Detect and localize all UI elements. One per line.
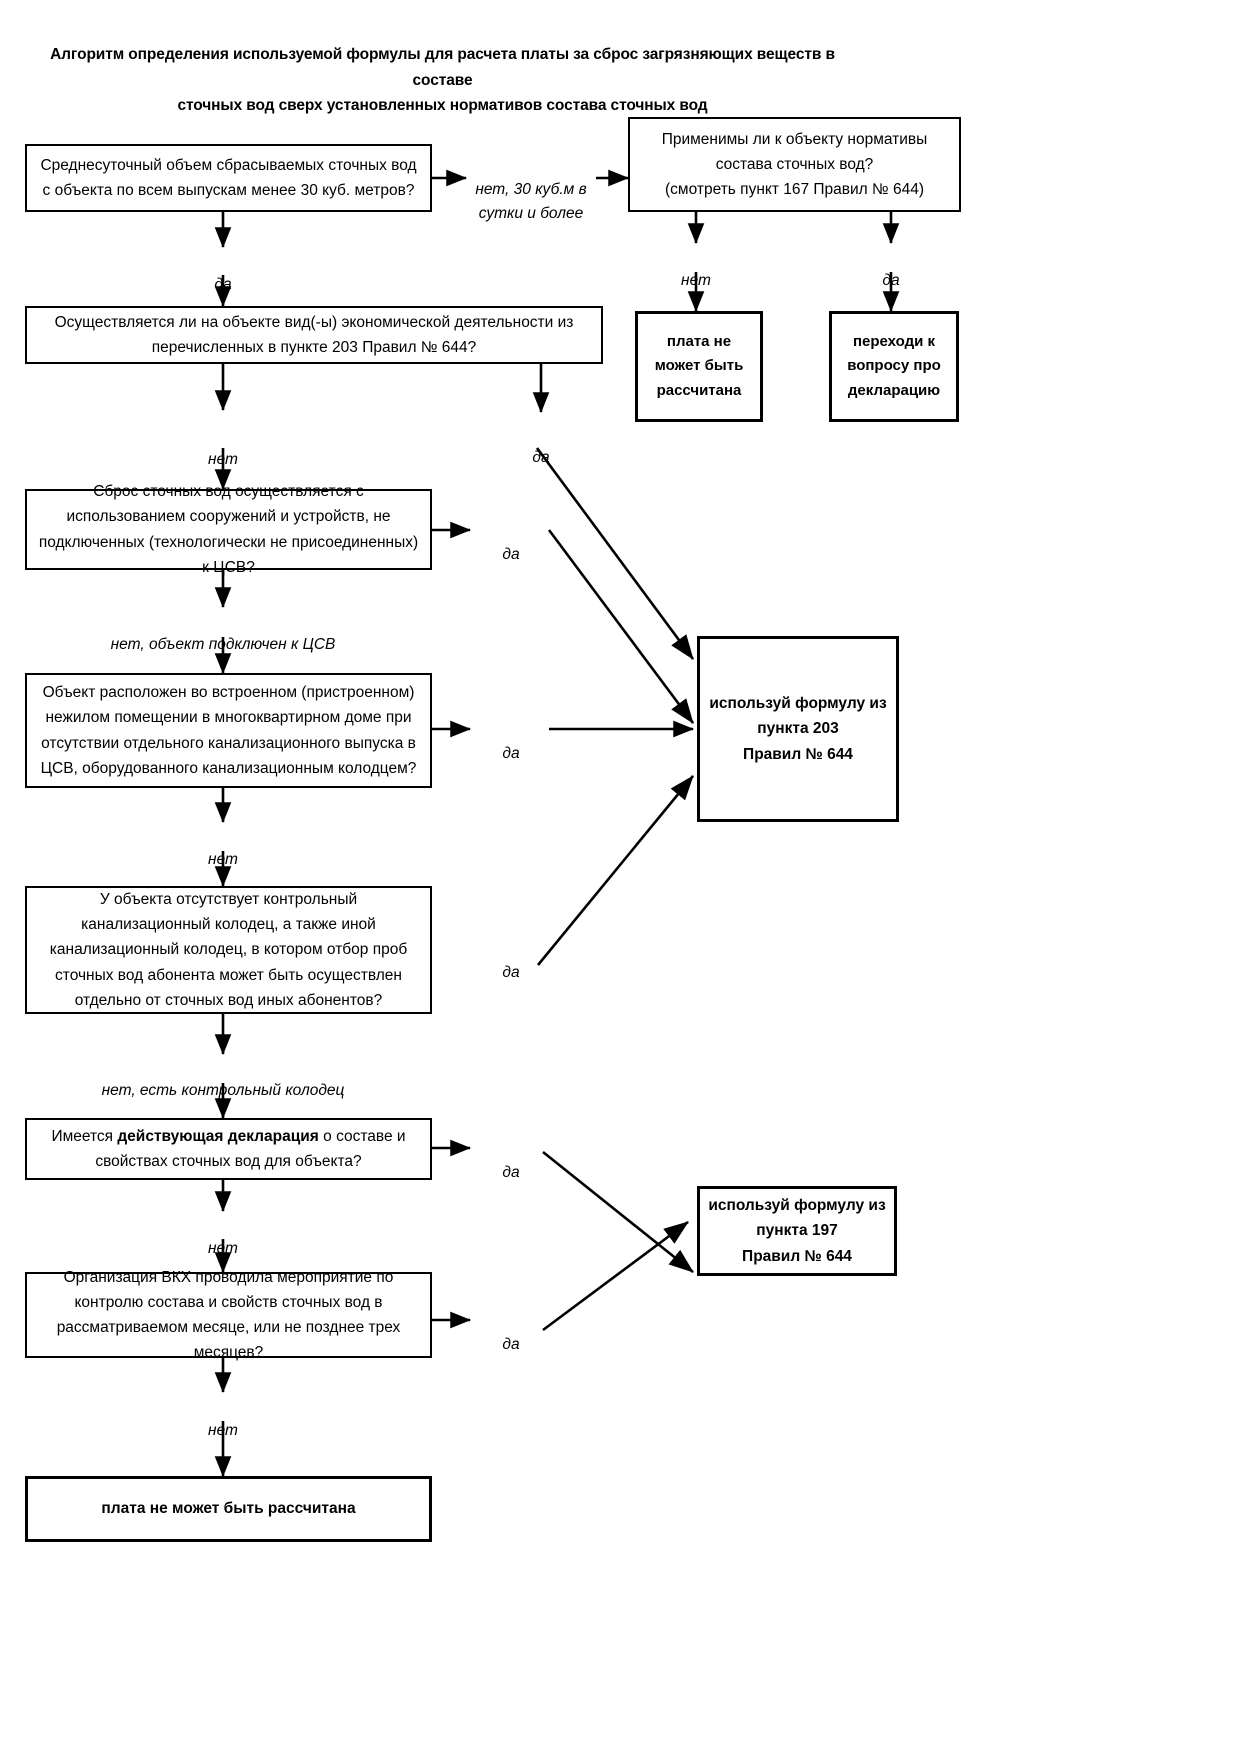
declaration-text-post: о составе и свойствах сточных вод для об… [95, 1127, 406, 1170]
node-question-well[interactable]: У объекта отсутствует контрольный канали… [25, 886, 432, 1014]
node-question-activity[interactable]: Осуществляется ли на объекте вид(-ы) эко… [25, 306, 603, 364]
edge-label-no-well-exists: нет, есть контрольный колодец [80, 1056, 366, 1103]
edge-label-yes-discharge: да [481, 520, 541, 567]
node-question-volume-label: Среднесуточный объем сбрасываемых сточны… [40, 156, 417, 199]
edge-label-yes-volume-text: да [214, 276, 232, 294]
page-title: Алгоритм определения используемой формул… [35, 42, 850, 119]
edge-label-yes-well: да [481, 938, 541, 985]
node-question-vkh[interactable]: Организация ВКХ проводила мероприятие по… [25, 1269, 432, 1361]
edge-label-no-norms-text: нет [681, 272, 711, 290]
edge-label-yes-well-text: да [502, 964, 520, 982]
edge-label-yes-vkh-text: да [502, 1336, 520, 1354]
edge-label-no-declaration: нет [193, 1214, 253, 1261]
edge-well-to-formula203 [536, 775, 695, 966]
edge-label-no-activity-text: нет [208, 451, 238, 469]
edge-label-yes-activity-text: да [532, 449, 550, 467]
declaration-text-bold: действующая декларация [117, 1127, 319, 1145]
edge-label-no-vkh: нет [193, 1396, 253, 1443]
page-title-line1: Алгоритм определения используемой формул… [50, 46, 835, 89]
edge-label-no-connected-cvs: нет, объект подключен к ЦСВ [83, 610, 363, 657]
node-result-nopay-top-label: плата не может быть рассчитана [654, 333, 744, 399]
node-result-formula-197[interactable]: используй формулу из пункта 197 Правил №… [697, 1186, 897, 1276]
node-result-formula-203[interactable]: используй формулу из пункта 203 Правил №… [697, 636, 899, 822]
node-result-formula-203-label: используй формулу из пункта 203 Правил №… [709, 695, 887, 763]
edge-label-no-vkh-text: нет [208, 1422, 238, 1440]
edge-declaration-to-formula197 [542, 1150, 694, 1274]
edge-label-no-well-exists-text: нет, есть контрольный колодец [101, 1082, 345, 1100]
edge-label-no-declaration-text: нет [208, 1240, 238, 1258]
edge-label-yes-builtin: да [481, 719, 541, 766]
node-question-builtin[interactable]: Объект расположен во встроенном (пристро… [25, 673, 432, 788]
node-question-activity-label: Осуществляется ли на объекте вид(-ы) эко… [54, 313, 574, 356]
node-question-volume[interactable]: Среднесуточный объем сбрасываемых сточны… [25, 144, 432, 212]
edge-label-no-builtin-text: нет [208, 851, 238, 869]
edge-label-yes-builtin-text: да [502, 745, 520, 763]
declaration-text-pre: Имеется [51, 1127, 118, 1145]
node-question-norms-label: Применимы ли к объекту нормативы состава… [661, 130, 928, 199]
edge-vkh-to-formula197 [542, 1220, 689, 1332]
edge-label-no-norms: нет [666, 246, 726, 293]
edge-label-no-builtin: нет [193, 825, 253, 872]
edge-label-no-connected-cvs-text: нет, объект подключен к ЦСВ [110, 636, 336, 654]
edge-label-yes-volume: да [193, 250, 253, 297]
node-result-nopay-bottom[interactable]: плата не может быть рассчитана [25, 1476, 432, 1542]
node-question-discharge[interactable]: Сброс сточных вод осуществляется с испол… [25, 483, 432, 576]
node-result-formula-197-label: используй формулу из пункта 197 Правил №… [708, 1197, 886, 1265]
edge-label-yes-discharge-text: да [502, 546, 520, 564]
edge-label-no-30cbm: нет, 30 куб.м в сутки и более [466, 155, 596, 225]
node-question-norms[interactable]: Применимы ли к объекту нормативы состава… [628, 117, 961, 212]
edge-label-yes-declaration: да [481, 1138, 541, 1185]
edge-label-yes-norms-text: да [882, 272, 900, 290]
node-result-nopay-bottom-label: плата не может быть рассчитана [101, 1500, 356, 1518]
edge-label-yes-declaration-text: да [502, 1164, 520, 1182]
node-result-nopay-top[interactable]: плата не может быть рассчитана [635, 311, 763, 422]
node-question-discharge-label: Сброс сточных вод осуществляется с испол… [38, 483, 419, 576]
edge-label-yes-norms: да [861, 246, 921, 293]
page-title-line2: сточных вод сверх установленных норматив… [177, 97, 708, 115]
edge-label-no-30cbm-text: нет, 30 куб.м в сутки и более [475, 181, 587, 222]
node-question-vkh-label: Организация ВКХ проводила мероприятие по… [56, 1268, 401, 1362]
node-question-builtin-label: Объект расположен во встроенном (пристро… [40, 684, 417, 777]
edge-label-yes-activity: да [511, 423, 571, 470]
node-question-well-label: У объекта отсутствует контрольный канали… [49, 891, 408, 1009]
edge-label-yes-vkh: да [481, 1310, 541, 1357]
edge-label-no-activity: нет [193, 425, 253, 472]
node-result-goto-declaration[interactable]: переходи к вопросу про декларацию [829, 311, 959, 422]
node-question-declaration-text: Имеется действующая декларация о составе… [35, 1124, 422, 1174]
node-result-goto-declaration-label: переходи к вопросу про декларацию [847, 333, 941, 399]
node-question-declaration[interactable]: Имеется действующая декларация о составе… [25, 1118, 432, 1180]
edge-discharge-to-formula203 [547, 529, 695, 724]
edge-activity-to-formula203 [535, 447, 695, 660]
